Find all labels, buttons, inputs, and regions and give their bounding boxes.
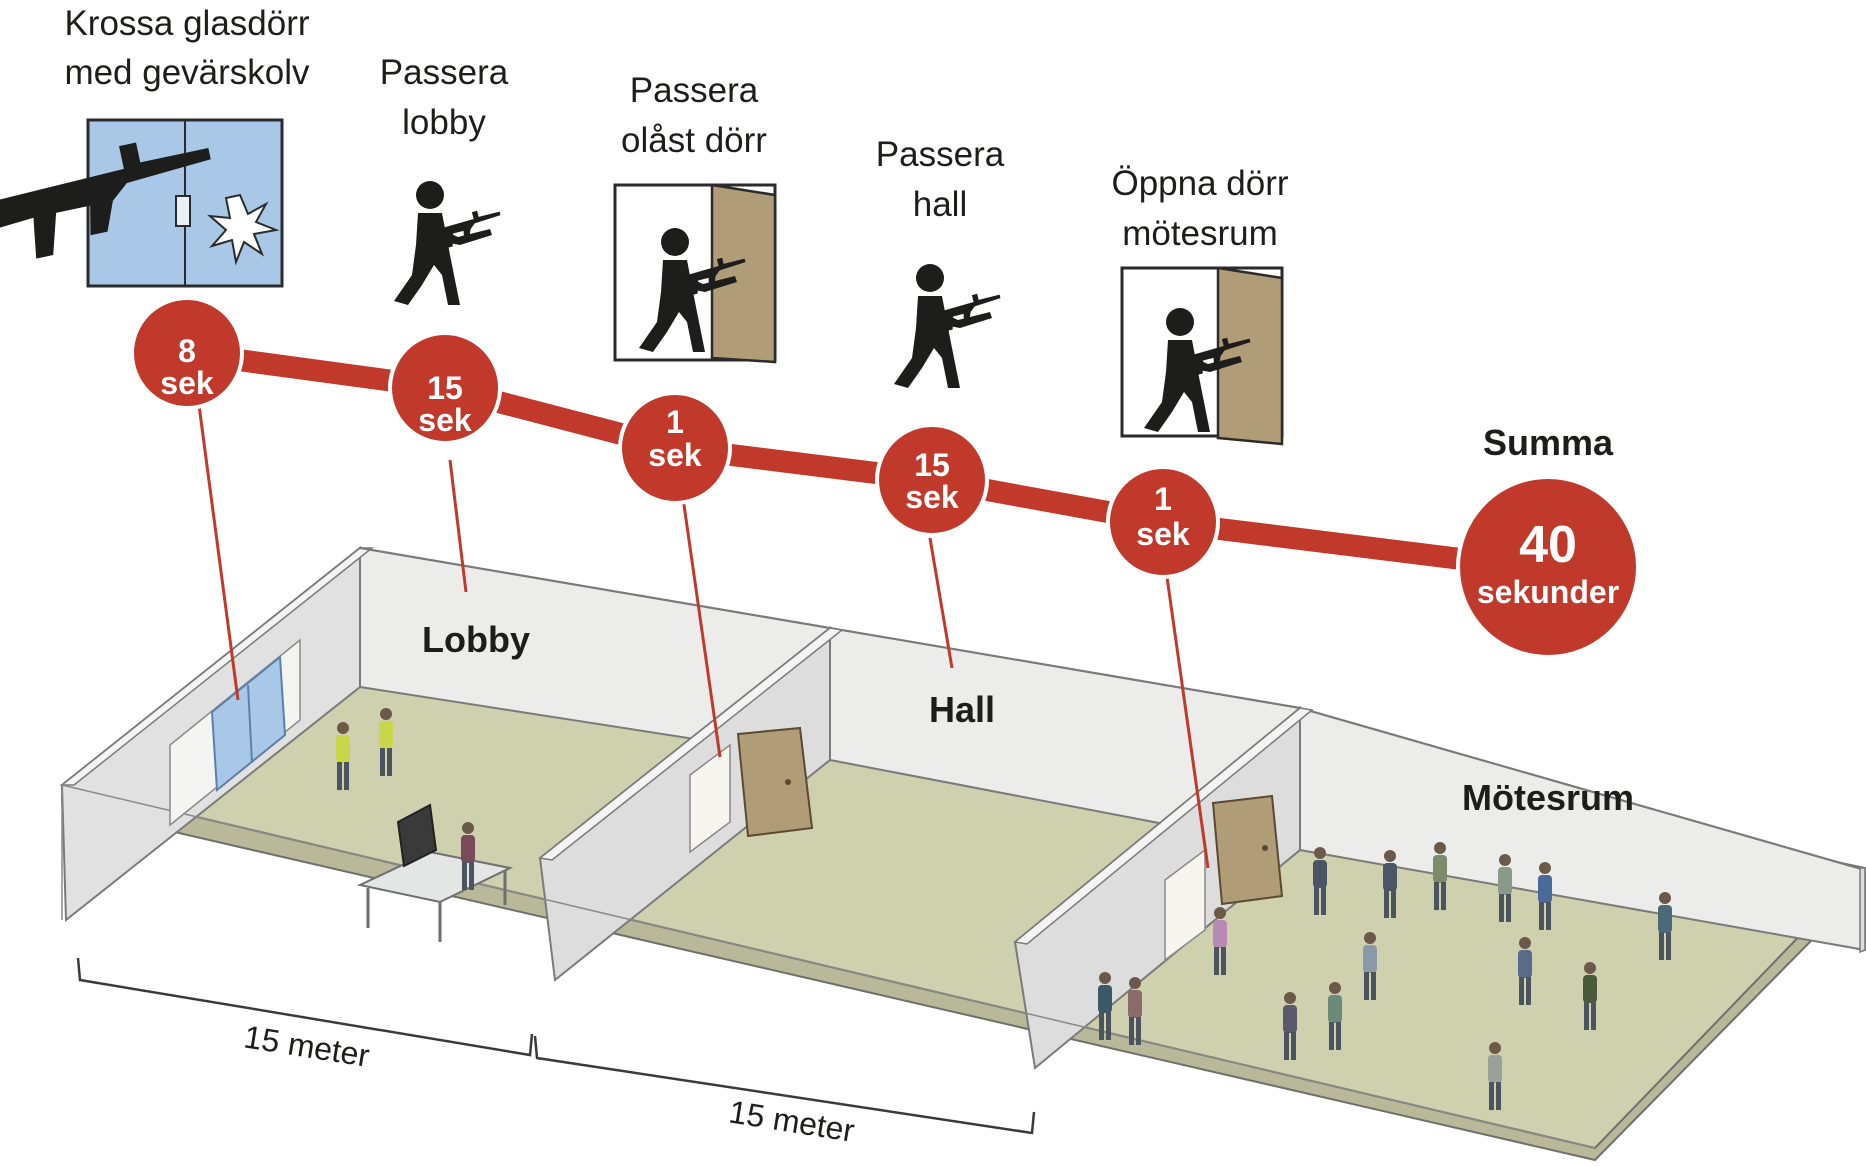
step-badge-2: 15 sek	[388, 331, 502, 445]
step-value-5: 1	[1154, 481, 1172, 517]
door-icon	[1120, 266, 1284, 446]
step-label-5-line2: mötesrum	[1122, 214, 1278, 253]
step-badge-5: 1 sek	[1106, 465, 1220, 579]
step-value-3: 1	[666, 404, 684, 440]
door-icon	[613, 183, 777, 364]
gunman-icon	[894, 264, 1005, 388]
total-unit: sekunder	[1477, 574, 1619, 610]
step-badge-4: 15 sek	[875, 423, 989, 537]
front-top-edge	[61, 784, 1596, 1149]
meeting-door	[1164, 794, 1284, 962]
step-label-4-line2: hall	[913, 185, 967, 224]
step-unit-4: sek	[905, 479, 959, 515]
step-value-4: 15	[914, 447, 950, 483]
step-label-3-line2: olåst dörr	[621, 121, 767, 160]
partition-hall-meeting-top	[1013, 707, 1314, 945]
step-unit-3: sek	[648, 437, 702, 473]
glass-door-icon	[0, 118, 284, 288]
room-label-lobby: Lobby	[422, 619, 530, 660]
hall-door	[689, 726, 814, 854]
step-label-2-line1: Passera	[380, 53, 509, 92]
step-unit-5: sek	[1136, 516, 1190, 552]
step-unit-2: sek	[418, 402, 472, 438]
room-label-meeting: Mötesrum	[1462, 777, 1634, 818]
glass-door	[169, 638, 301, 827]
step-badge-1: 8 sek	[130, 296, 244, 410]
step-label-5-line1: Öppna dörr	[1111, 164, 1288, 203]
leader-lines	[195, 389, 1210, 869]
room-label-hall: Hall	[929, 689, 995, 730]
gunman-icon	[394, 181, 505, 305]
measure-label-1: 15 meter	[242, 1018, 373, 1073]
step-badge-3: 1 sek	[618, 391, 732, 505]
step-label-3-line1: Passera	[630, 71, 759, 110]
total-label: Summa	[1483, 422, 1614, 463]
computer-monitor	[396, 803, 438, 868]
step-label-4-line1: Passera	[876, 135, 1005, 174]
partition-lobby-hall-top	[538, 627, 844, 861]
step-label-2-line2: lobby	[402, 103, 486, 142]
reception-desk	[356, 803, 514, 942]
step-label-1-line2: med gevärskolv	[64, 53, 310, 92]
measure-label-2: 15 meter	[727, 1093, 858, 1148]
glass-shatter-icon	[206, 193, 280, 266]
step-unit-1: sek	[160, 365, 214, 401]
right-end-wall	[1859, 867, 1866, 954]
step-value-1: 8	[178, 333, 196, 369]
total-value: 40	[1519, 516, 1577, 574]
lobby-left-wall-top	[59, 547, 375, 786]
step-value-2: 15	[427, 370, 463, 406]
total-badge: 40 sekunder	[1456, 475, 1640, 659]
measure-brackets	[76, 957, 1036, 1135]
step-label-1-line1: Krossa glasdörr	[64, 4, 309, 43]
